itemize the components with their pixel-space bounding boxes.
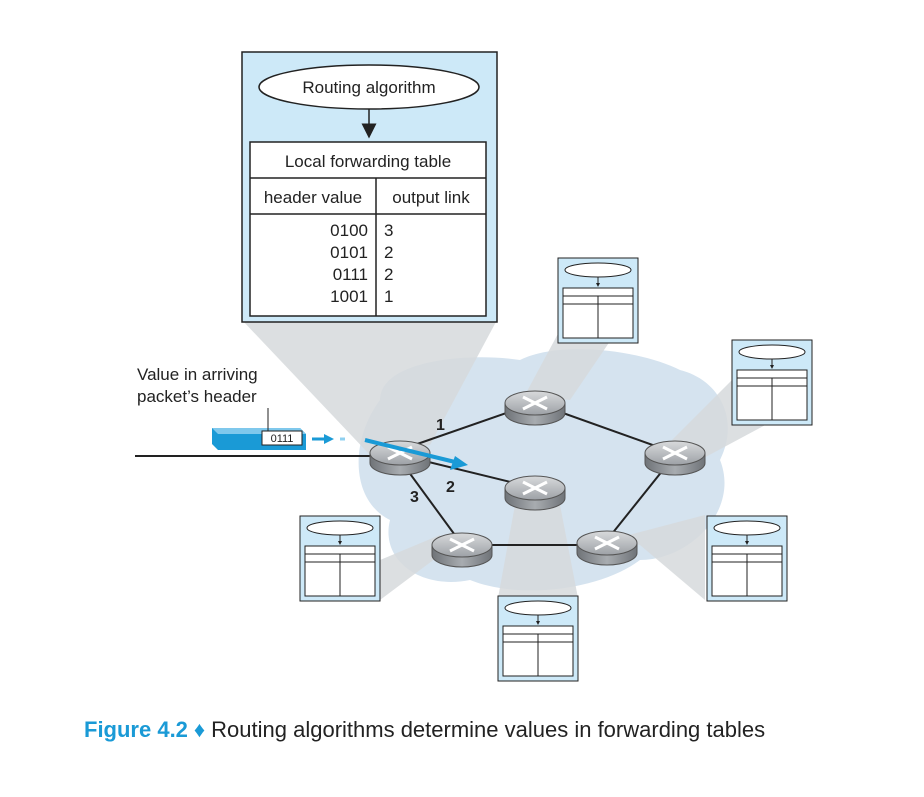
mini-forwarding-table (731, 339, 813, 426)
router-icon (576, 530, 638, 566)
packet-annotation-line1: Value in arriving (137, 365, 258, 384)
router-icon (431, 532, 493, 568)
link-label-1: 1 (436, 417, 445, 434)
mini-forwarding-table (497, 595, 579, 682)
table-cell-output-link: 2 (384, 265, 393, 284)
table-cell-output-link: 1 (384, 287, 393, 306)
table-cell-header-value: 0101 (330, 243, 368, 262)
shadow-cone-bottom-right (610, 515, 705, 600)
shadow-cone-main (242, 320, 497, 455)
router-icon (644, 440, 706, 476)
col-header-value: header value (264, 188, 362, 207)
table-cell-output-link: 2 (384, 243, 393, 262)
packet-path-arrow (364, 438, 468, 470)
shadow-cone-bottom (498, 505, 578, 598)
table-cell-header-value: 1001 (330, 287, 368, 306)
link-label-2: 2 (446, 479, 455, 496)
packet-annotation-line2: packet’s header (137, 387, 257, 406)
table-cell-output-link: 3 (384, 221, 393, 240)
link-label-3: 3 (410, 489, 419, 506)
table-cell-header-value: 0111 (333, 265, 368, 284)
routing-algorithm-label: Routing algorithm (302, 78, 435, 97)
forwarding-table (249, 141, 487, 317)
figure-caption: Figure 4.2♦Routing algorithms determine … (84, 717, 765, 743)
packet-icon: 0111 (212, 428, 345, 450)
forwarding-table-title: Local forwarding table (285, 152, 451, 171)
router-icon (504, 475, 566, 511)
mini-forwarding-table (299, 515, 381, 602)
mini-forwarding-table (706, 515, 788, 602)
caption-separator: ♦ (193, 717, 206, 742)
shadow-cone-left (380, 535, 440, 600)
table-cell-header-value: 0100 (330, 221, 368, 240)
router-icon (369, 440, 431, 476)
caption-text: Routing algorithms determine values in f… (211, 717, 766, 742)
router-icon (504, 390, 566, 426)
routing-panel: Routing algorithm Local forwarding table… (241, 51, 498, 323)
col-output-link: output link (392, 188, 470, 207)
packet-header-value: 0111 (271, 433, 294, 445)
mini-forwarding-table (557, 257, 639, 344)
figure-label: Figure 4.2 (84, 717, 188, 742)
